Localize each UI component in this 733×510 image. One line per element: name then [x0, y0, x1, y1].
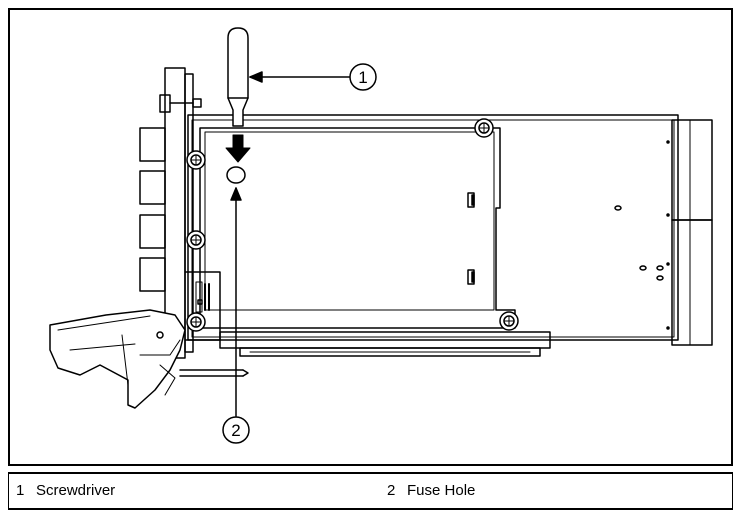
panel-standoffs: [186, 150, 206, 332]
legend: 1 Screwdriver 2 Fuse Hole: [8, 472, 733, 510]
board-screws: [474, 118, 519, 331]
callout-2-number: 2: [231, 421, 240, 440]
lower-bracket: [185, 271, 221, 341]
front-panel: [139, 67, 202, 359]
screwdriver: [227, 27, 249, 127]
rear-connector: [671, 119, 713, 346]
legend-item-label: Fuse Hole: [407, 482, 476, 499]
circuit-board: [187, 114, 679, 357]
legend-item-screwdriver: 1 Screwdriver: [16, 482, 115, 500]
ejector-handle: [49, 309, 249, 409]
insert-arrow: [225, 134, 251, 163]
shield-cover: [199, 127, 516, 329]
callout-1: 1: [249, 63, 377, 91]
legend-item-number: 2: [387, 482, 396, 499]
legend-item-label: Screwdriver: [36, 482, 116, 499]
board-components: [614, 140, 670, 330]
figure-frame: 1 2: [8, 8, 733, 466]
fuse-hole: [226, 166, 246, 184]
module-illustration: 1 2: [49, 27, 713, 444]
callout-2: 2: [222, 187, 250, 444]
callout-1-number: 1: [358, 68, 367, 87]
legend-item-number: 1: [16, 482, 25, 499]
legend-item-fuse-hole: 2 Fuse Hole: [387, 482, 475, 500]
